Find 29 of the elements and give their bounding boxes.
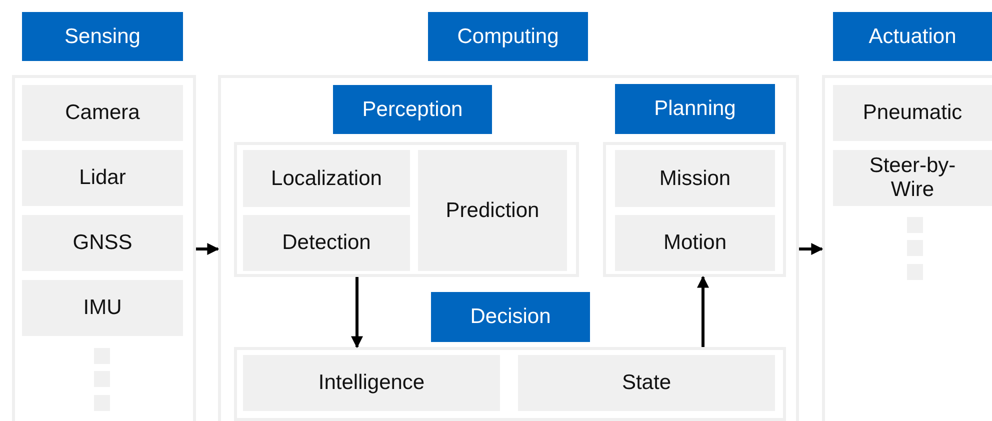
group-panel — [12, 75, 196, 421]
arrow — [799, 243, 824, 255]
module-box: Motion — [615, 215, 775, 271]
group-panel — [234, 347, 786, 421]
module-box: Camera — [22, 85, 183, 141]
section-header: Actuation — [833, 12, 992, 61]
group-panel — [822, 75, 992, 421]
module-box: IMU — [22, 280, 183, 336]
module-box: Localization — [243, 150, 410, 207]
group-panel — [218, 75, 799, 421]
group-panel — [603, 142, 786, 277]
module-box: Lidar — [22, 150, 183, 206]
section-header: Computing — [428, 12, 588, 61]
arrow — [196, 243, 220, 255]
module-box: GNSS — [22, 215, 183, 271]
module-box: Pneumatic — [833, 85, 992, 141]
group-panel — [234, 142, 579, 277]
module-box: Steer-by-Wire — [833, 150, 992, 206]
module-box: Intelligence — [243, 355, 500, 411]
module-box: Prediction — [418, 150, 567, 271]
section-header: Planning — [615, 84, 775, 134]
module-box: Mission — [615, 150, 775, 207]
section-header: Perception — [333, 85, 492, 134]
section-header: Decision — [431, 292, 590, 342]
arrow — [351, 277, 363, 348]
module-box: State — [518, 355, 775, 411]
module-box: Detection — [243, 215, 410, 271]
section-header: Sensing — [22, 12, 183, 61]
arrow — [697, 276, 709, 347]
